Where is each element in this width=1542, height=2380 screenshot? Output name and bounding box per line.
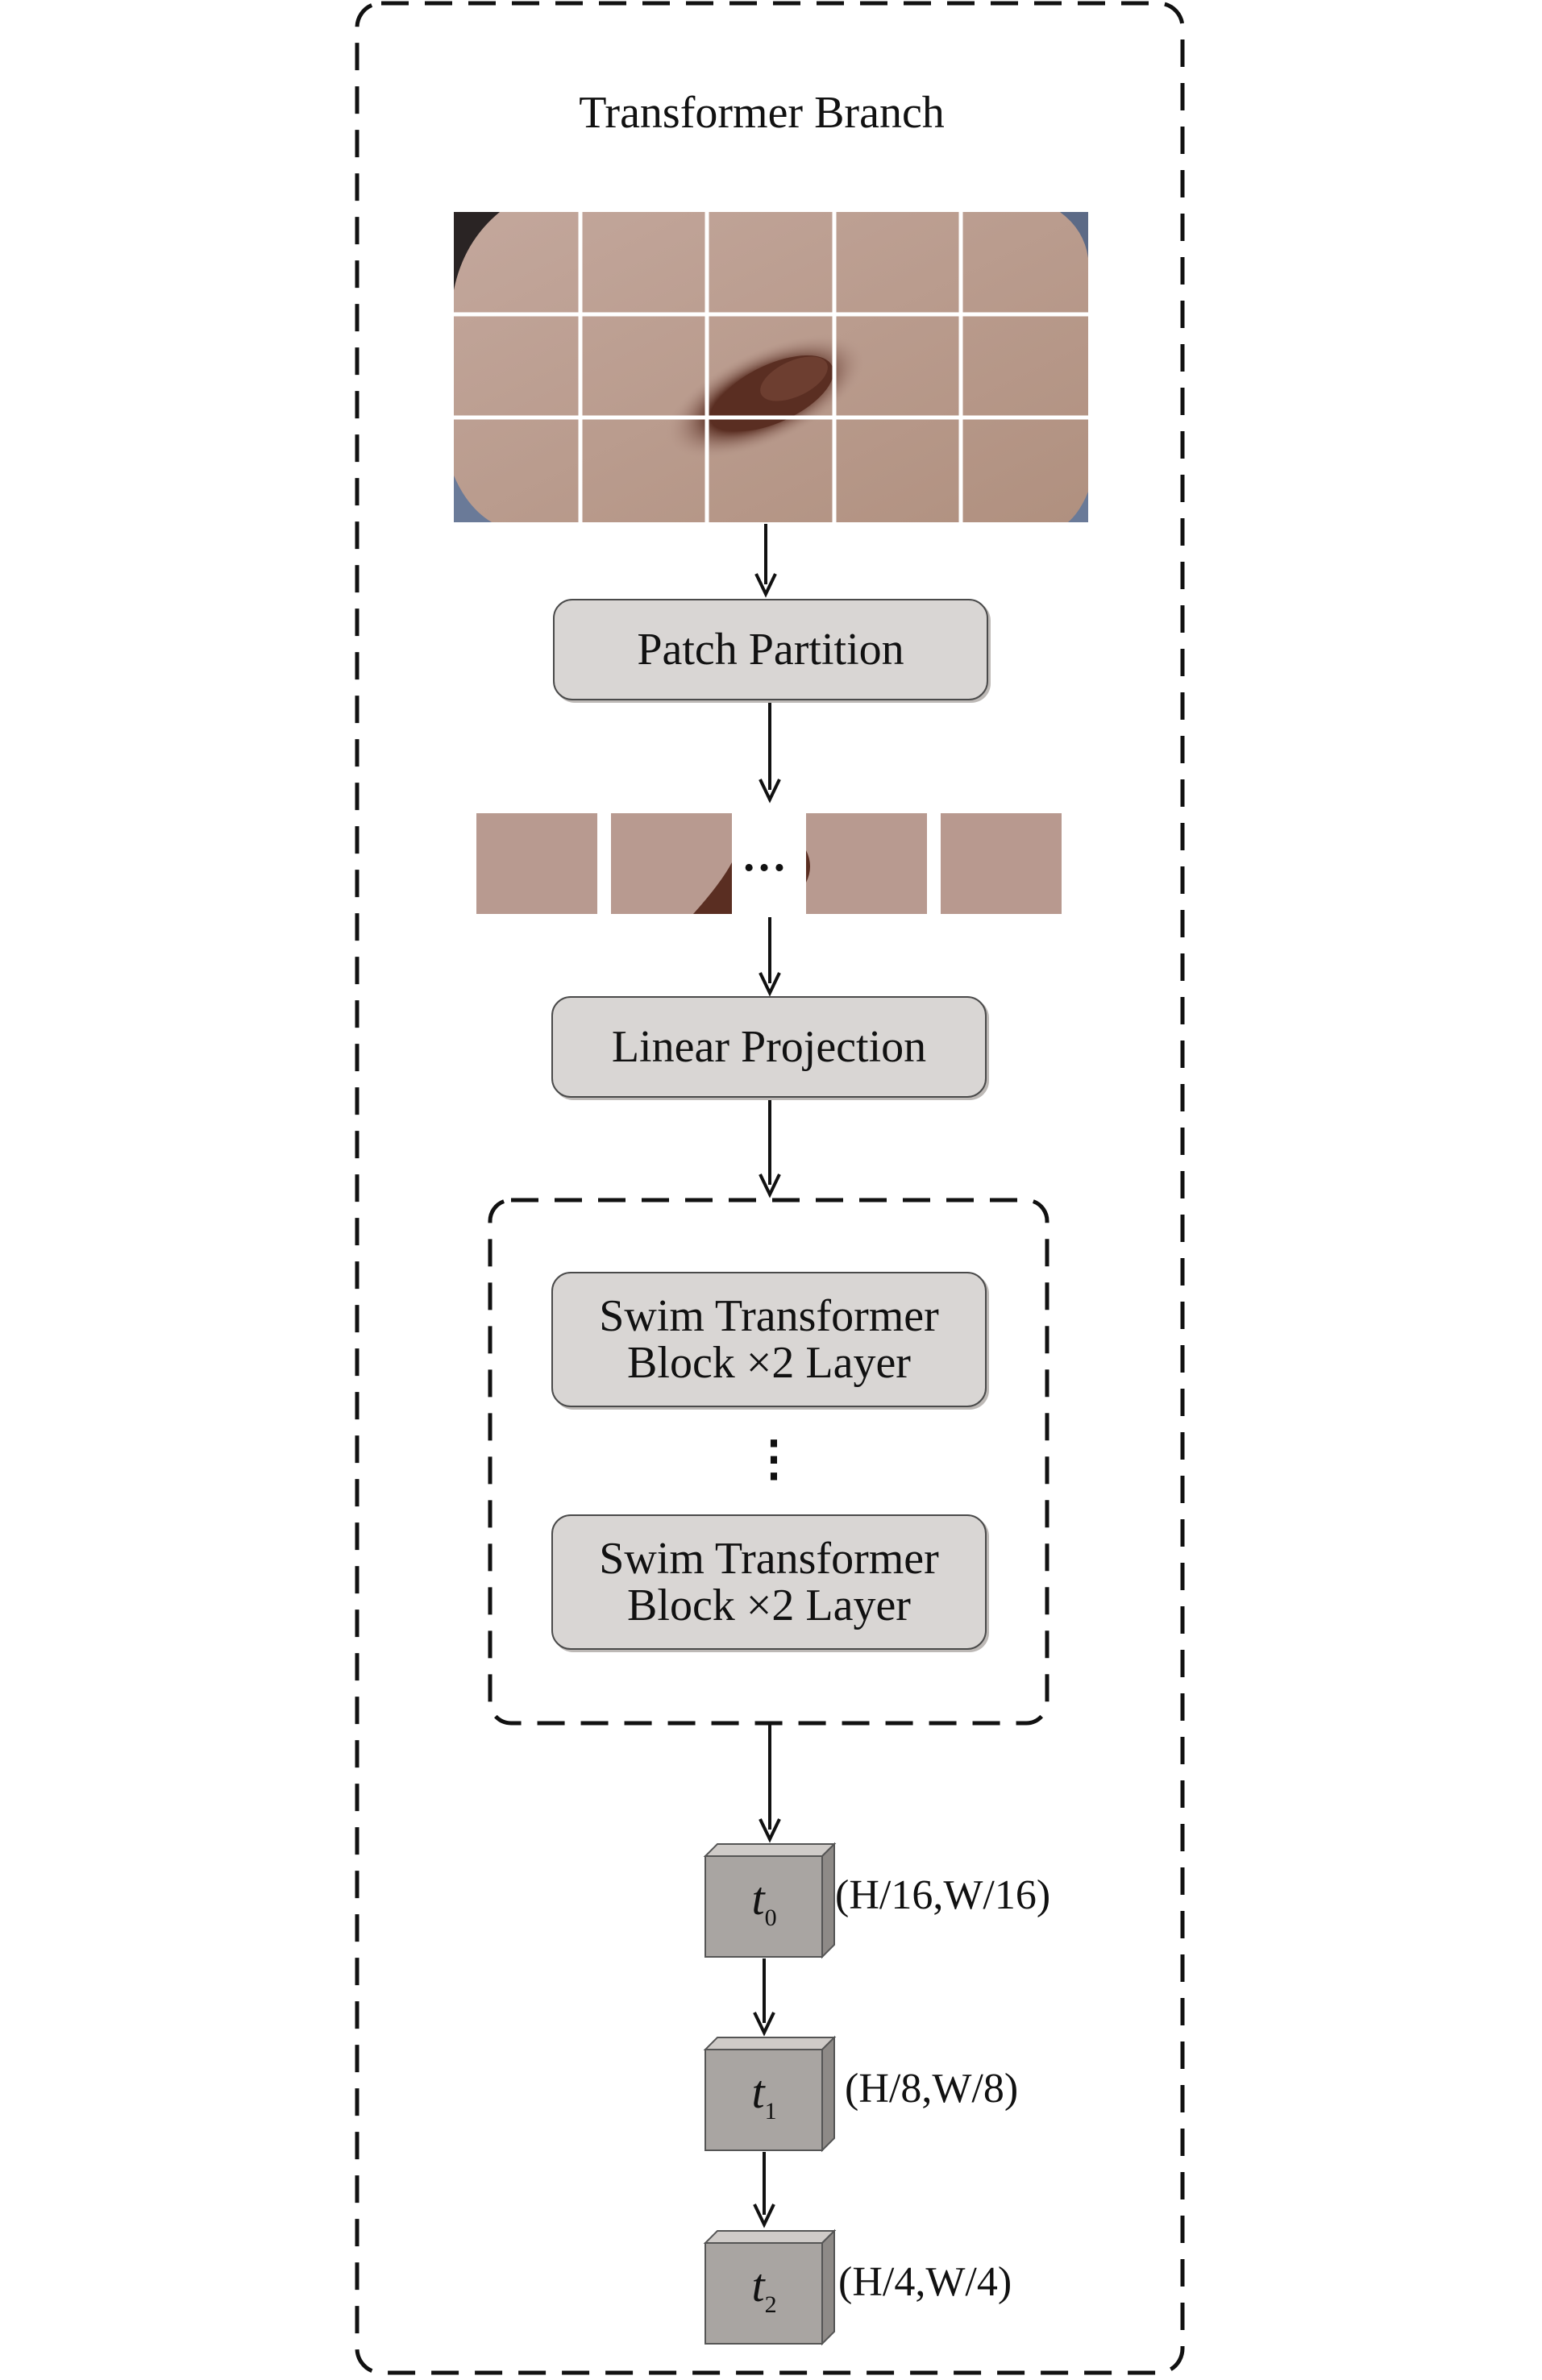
patch-2 [611, 813, 732, 914]
patch-partition-box: Patch Partition [553, 599, 988, 700]
patch-sequence [476, 813, 1062, 914]
arrowhead [759, 972, 781, 997]
cube-t0 [703, 1842, 837, 1959]
outer-container [355, 1, 1185, 2375]
arrowhead [759, 1818, 781, 1843]
patch-1 [476, 813, 597, 914]
diagram-title: Transformer Branch [579, 88, 945, 138]
swim-block-1-line2: Block ×2 Layer [627, 1338, 911, 1388]
arrowhead [753, 2203, 775, 2228]
swim-block-1-line1: Swim Transformer [599, 1290, 939, 1341]
arrowhead [759, 779, 781, 804]
output-t0-dims: (H/16,W/16) [835, 1872, 1051, 1918]
patch-ellipsis: … [742, 831, 788, 881]
image-grid-lines [454, 212, 1088, 522]
cube-t1 [703, 2035, 837, 2153]
output-t1-label: t1 [751, 2066, 777, 2125]
output-t1-dims: (H/8,W/8) [845, 2066, 1019, 2112]
output-t0-label: t0 [751, 1872, 777, 1931]
swim-blocks-container [488, 1198, 1049, 1726]
swim-block-2-line2: Block ×2 Layer [627, 1580, 911, 1630]
linear-projection-label: Linear Projection [611, 1021, 927, 1072]
input-image [454, 212, 1088, 522]
blocks-vertical-ellipsis: ⋮ [750, 1432, 800, 1485]
output-t2-dims: (H/4,W/4) [838, 2259, 1012, 2305]
arrowhead [754, 573, 777, 598]
arrowhead [759, 1173, 781, 1198]
swim-transformer-block-2: Swim Transformer Block ×2 Layer [551, 1514, 987, 1650]
swim-transformer-block-1: Swim Transformer Block ×2 Layer [551, 1272, 987, 1407]
cube-t2 [703, 2228, 837, 2346]
arrowhead [753, 2012, 775, 2037]
swim-block-2-line1: Swim Transformer [599, 1533, 939, 1584]
patch-4 [941, 813, 1062, 914]
output-t2-label: t2 [751, 2259, 777, 2318]
patch-3 [806, 813, 927, 914]
patch-partition-label: Patch Partition [637, 624, 904, 675]
linear-projection-box: Linear Projection [551, 996, 987, 1098]
